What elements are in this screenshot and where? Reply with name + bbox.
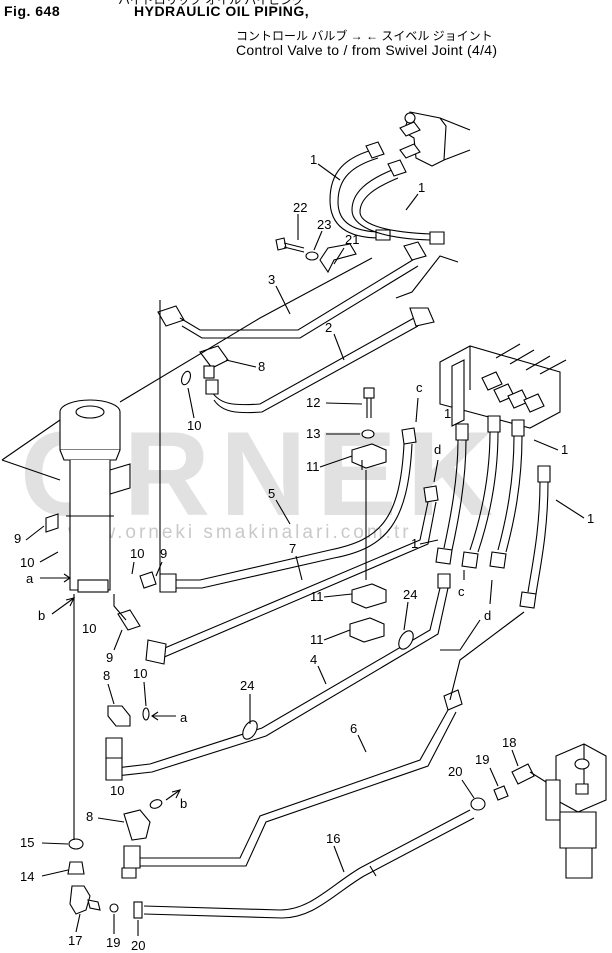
assembly-guide-lines <box>1 255 525 840</box>
callout-4: 4 <box>310 652 317 667</box>
callout-8: 8 <box>103 668 110 683</box>
callout-8: 8 <box>258 359 265 374</box>
fitting-20-right <box>470 797 486 811</box>
callout-6: 6 <box>350 721 357 736</box>
callout-1: 1 <box>561 442 568 457</box>
callout-1: 1 <box>444 406 451 421</box>
callout-1: 1 <box>411 536 418 551</box>
hoses-1-top <box>329 141 445 245</box>
pipe-4 <box>105 573 451 781</box>
callout-9: 9 <box>106 650 113 665</box>
callout-9: 9 <box>14 531 21 546</box>
subtitle-japanese: コントロール バルブ → ← スイベル ジョイント <box>236 29 493 43</box>
bolt-12 <box>361 387 375 439</box>
callout-11: 11 <box>306 459 320 474</box>
callout-10: 10 <box>82 621 96 636</box>
elbow-8-upper <box>180 345 229 386</box>
callout-19: 19 <box>106 935 120 950</box>
callout-1: 1 <box>587 511 594 526</box>
callout-11: 11 <box>310 589 324 604</box>
figure-number: Fig. 648 <box>4 3 61 19</box>
callout-b: b <box>38 608 45 623</box>
control-valve <box>439 343 567 429</box>
callout-17: 17 <box>68 933 82 948</box>
callout-d: d <box>484 608 491 623</box>
callout-20: 20 <box>448 764 462 779</box>
callout-10: 10 <box>20 555 34 570</box>
fitting-19-left <box>109 903 119 913</box>
callout-b: b <box>180 796 187 811</box>
callout-10: 10 <box>133 666 147 681</box>
clamp-11-middle <box>351 583 387 609</box>
elbow-8-middle <box>107 705 150 727</box>
hoses-1-right <box>435 415 551 609</box>
callout-24: 24 <box>240 678 254 693</box>
callout-18: 18 <box>502 735 516 750</box>
callout-10: 10 <box>110 783 124 798</box>
callout-23: 23 <box>317 217 331 232</box>
subtitle-english: Control Valve to / from Swivel Joint (4/… <box>236 42 498 58</box>
pipe-6 <box>121 689 463 879</box>
callout-24: 24 <box>403 587 417 602</box>
callout-3: 3 <box>268 272 275 287</box>
callout-1: 1 <box>418 180 425 195</box>
pipe-3 <box>157 241 427 339</box>
callout-10: 10 <box>130 546 144 561</box>
callout-19: 19 <box>475 752 489 767</box>
callout-12: 12 <box>306 395 320 410</box>
callout-5: 5 <box>268 486 275 501</box>
callout-c: c <box>458 584 465 599</box>
clamp-11-upper <box>351 443 387 470</box>
callout-9: 9 <box>160 546 167 561</box>
callout-13: 13 <box>306 426 320 441</box>
callout-c: c <box>416 380 423 395</box>
clamp-11-lower <box>349 617 385 643</box>
callout-14: 14 <box>20 869 34 884</box>
elbow-8-lower <box>123 799 163 841</box>
callout-15: 15 <box>20 835 34 850</box>
callout-a: a <box>180 710 188 725</box>
callout-1: 1 <box>310 152 317 167</box>
callout-8: 8 <box>86 809 93 824</box>
cut-off-japanese-title: ハイドロリック オイル パイピング <box>118 0 305 7</box>
callout-7: 7 <box>289 541 296 556</box>
bolt-washer-clamp-top <box>275 237 357 274</box>
callout-20: 20 <box>131 938 145 953</box>
figure-title: HYDRAULIC OIL PIPING, <box>134 3 310 19</box>
callout-10: 10 <box>187 418 201 433</box>
fitting-19-right <box>493 785 509 801</box>
swivel-joint <box>45 399 131 593</box>
hose-16 <box>143 809 475 919</box>
callout-a: a <box>26 571 34 586</box>
valve-18-assembly <box>511 743 607 879</box>
callout-d: d <box>434 442 441 457</box>
callout-22: 22 <box>293 200 307 215</box>
watermark-url: www.orneki smakinalari.com.tr <box>67 522 412 543</box>
callout-11: 11 <box>310 632 324 647</box>
callout-2: 2 <box>325 320 332 335</box>
callout-21: 21 <box>345 232 359 247</box>
pipe-2 <box>205 307 435 414</box>
top-valve-block <box>399 111 471 167</box>
callout-16: 16 <box>326 831 340 846</box>
pipe-5 <box>139 427 417 593</box>
parts-14-15-17 <box>67 838 101 915</box>
pipe-7 <box>117 485 439 665</box>
fitting-20-left <box>133 901 143 919</box>
